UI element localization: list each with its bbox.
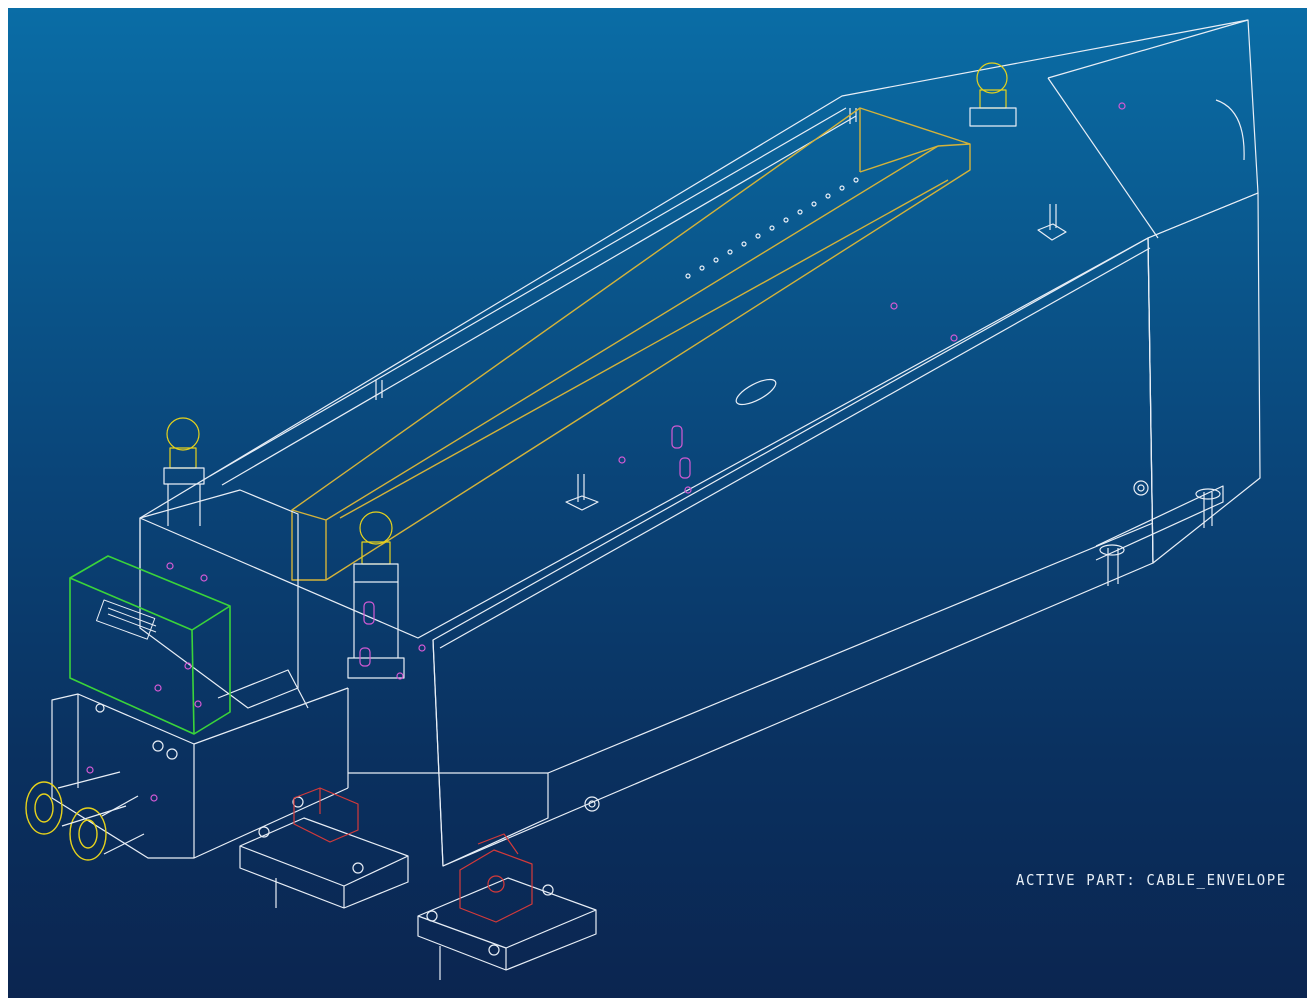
left-frame[interactable] [51,489,349,859]
mount-plate-1[interactable] [239,796,409,909]
flange-1[interactable] [25,781,63,835]
rivet-row [685,177,859,279]
model-wireframe[interactable] [8,8,1307,998]
flange-2[interactable] [69,807,107,861]
main-housing[interactable] [139,19,1261,867]
active-part-status: ACTIVE PART: CABLE_ENVELOPE [1016,872,1287,890]
active-part-label: ACTIVE PART: [1016,872,1137,890]
active-part-value: CABLE_ENVELOPE [1146,872,1287,890]
cable-envelope[interactable] [291,107,971,581]
lifting-eye-3[interactable] [969,62,1017,127]
selected-box[interactable] [69,555,231,735]
lifting-eye-1[interactable] [163,417,205,526]
lifting-eye-2[interactable] [347,511,405,679]
graphics-viewport[interactable]: ACTIVE PART: CABLE_ENVELOPE [8,8,1307,998]
red-connector-1[interactable] [293,787,359,843]
red-connector-2[interactable] [459,833,533,923]
flange-pipes [57,771,145,855]
mount-plate-2[interactable] [417,877,597,980]
datum-points [86,102,1126,802]
connector-block [95,599,157,640]
